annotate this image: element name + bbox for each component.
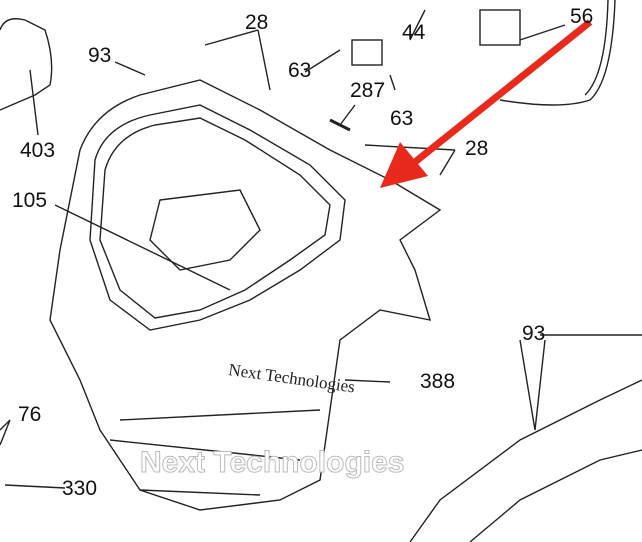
panel-outline [409, 379, 642, 542]
label-330: 330 [62, 477, 98, 500]
label-76: 76 [18, 403, 42, 426]
lid-edge [499, 0, 616, 106]
label-28-right: 28 [465, 137, 489, 160]
label-287: 287 [350, 79, 386, 102]
label-93-bottom: 93 [522, 322, 546, 345]
label-56: 56 [570, 5, 594, 28]
label-44: 44 [402, 21, 426, 44]
label-63-left: 63 [288, 59, 312, 82]
watermark-outline: Next Technologies [140, 446, 405, 479]
red-arrow-shaft [402, 19, 593, 173]
label-28-top: 28 [245, 11, 269, 34]
label-403: 403 [20, 139, 56, 162]
label-388: 388 [420, 370, 456, 393]
hinge-part [351, 39, 383, 66]
label-93-top: 93 [88, 44, 112, 67]
red-arrow-head [380, 142, 428, 188]
label-105: 105 [12, 189, 48, 212]
label-63-right: 63 [390, 107, 414, 130]
housing-seal [89, 104, 346, 331]
latch-part [479, 9, 521, 46]
part-403-outline [0, 18, 53, 111]
